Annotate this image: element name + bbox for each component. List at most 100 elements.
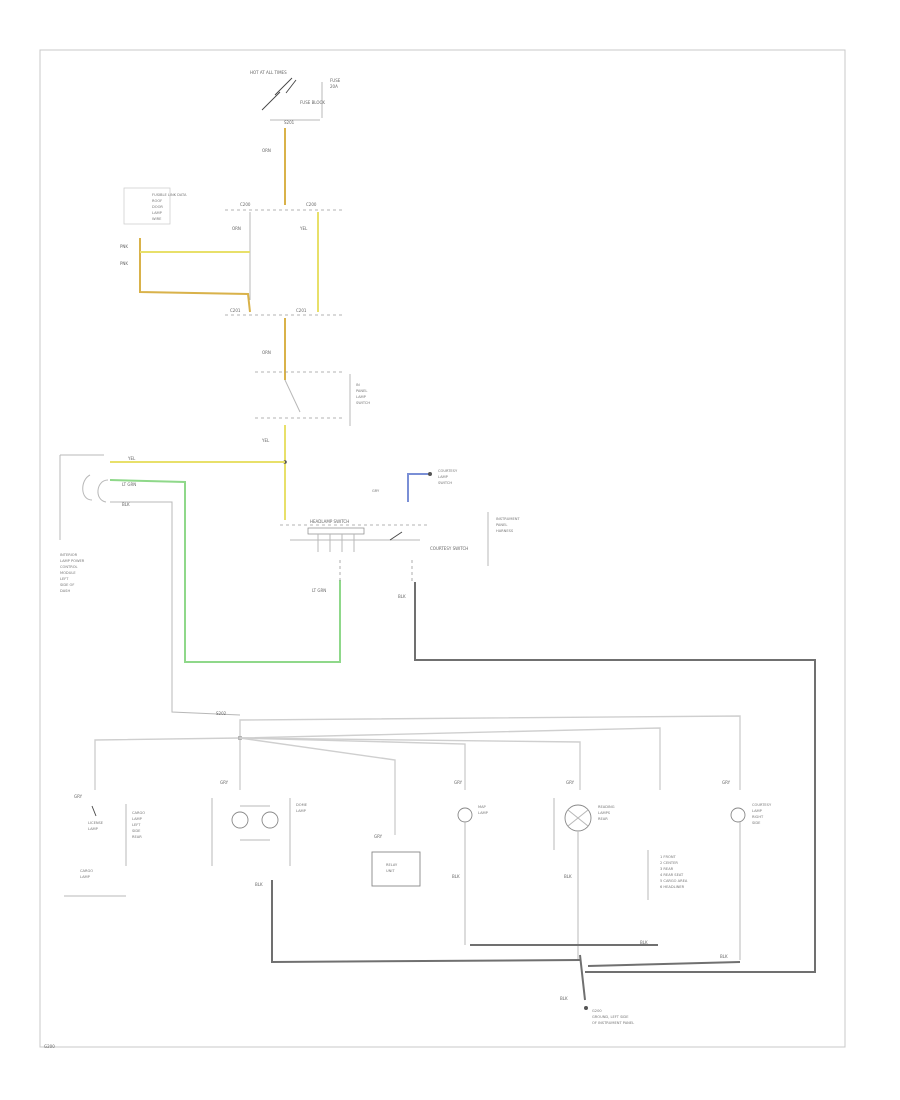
left-module-line-4: MODULE: [60, 571, 76, 575]
black-2-label: BLK: [398, 594, 406, 599]
connector-c200-right: C200: [306, 202, 317, 207]
lt-green-label: LT GRN: [122, 482, 136, 487]
wire-orange-2-label: ORN: [232, 226, 241, 231]
ground-black-label-6: BLK: [560, 996, 568, 1001]
ground-black-label-3: BLK: [564, 874, 572, 879]
wire-yellow-label: YEL: [299, 226, 308, 231]
lamp-4-text-2: UNIT: [386, 869, 395, 873]
pink-wire-label-2: PNK: [120, 261, 128, 266]
legend-line-1: 1 FRONT: [660, 855, 677, 859]
legend-line-5: 5 CARGO AREA: [660, 879, 688, 883]
footer-label: G200: [44, 1044, 55, 1049]
headlamp-switch-label: HEADLAMP SWITCH: [310, 519, 349, 524]
lamp-4-top: GRY: [374, 834, 383, 839]
ground-black-label-4: BLK: [640, 940, 648, 945]
splice-b-label: S202: [216, 711, 227, 716]
lamp-7-text-2: LAMP: [752, 809, 763, 813]
lamp-5-text-2: LAMP: [478, 811, 489, 815]
left-module-line-3: CONTROL: [60, 565, 78, 569]
ground-black-label-5: BLK: [720, 954, 728, 959]
wire-yellow-3-label: YEL: [127, 456, 136, 461]
wire-orange-3-label: ORN: [262, 350, 271, 355]
lamp-1-top: GRY: [74, 794, 83, 799]
courtesy-switch-label: COURTESY SWITCH: [430, 546, 468, 551]
pink-wire-label-1: PNK: [120, 244, 128, 249]
right-module-line-3: HARNESS: [496, 529, 514, 533]
lamp-3-text-2: LAMP: [296, 809, 307, 813]
left-module-line-2: LAMP POWER: [60, 559, 85, 563]
lamp-6-text-2: LAMPS: [598, 811, 611, 815]
legend-line-2: 2 CENTER: [660, 861, 678, 865]
junction-left-label: FUSIBLE LINK DATA: [152, 193, 187, 197]
lamp-6-text-3: REAR: [598, 817, 608, 821]
panel-switch-line-2: PANEL: [356, 389, 367, 393]
lamp-4-text-1: RELAY: [386, 863, 398, 867]
left-bottom-line-1: CARGO: [80, 869, 93, 873]
left-module-line-7: DASH: [60, 589, 70, 593]
dome-lamp-bulb-2: [261, 811, 279, 829]
relay-unit-box: [371, 851, 421, 887]
connector-c200-label: C200: [240, 202, 251, 207]
junction-left-line-3: LAMP: [152, 211, 163, 215]
control-module-area: YEL YEL LT GRN BLK INTERIOR LAMP POWER C…: [59, 425, 816, 973]
wire-yellow-2-label: YEL: [261, 438, 270, 443]
lamp-7-text-4: SIDE: [752, 821, 761, 825]
lamp-5-text-1: MAP: [478, 805, 487, 809]
splice-a-label: S201: [284, 120, 295, 125]
right-module-line-2: PANEL: [496, 523, 507, 527]
ground-black-label-2: BLK: [452, 874, 460, 879]
lamp-7-top: GRY: [722, 780, 731, 785]
lt-green-2-label: LT GRN: [312, 588, 326, 593]
lamp-7-text-1: COURTESY: [752, 803, 772, 807]
fuse-amp-label: 20A: [330, 84, 338, 89]
lamp-6-text-1: READING: [598, 805, 615, 809]
lamp-1-text-1: LICENSE: [88, 821, 104, 825]
lamp-area: S202 GRY LICENSE LAMP CARGO LAMP CARGO L…: [64, 711, 772, 1025]
lamp-2-text-5: REAR: [132, 835, 142, 839]
right-module-line-1: INSTRUMENT: [496, 517, 520, 521]
panel-switch-line-1: IN: [356, 383, 360, 387]
connector-c201-label: C201: [230, 308, 241, 313]
junction-left-line-4: WIRE: [152, 217, 162, 221]
ground-line-2: GROUND, LEFT SIDE: [592, 1015, 629, 1019]
fuse-block-sub-label: FUSE BLOCK: [300, 100, 325, 105]
right-courtesy-lamp-bulb: [730, 807, 746, 823]
left-module-line-1: INTERIOR: [60, 553, 78, 557]
lamp-2-text-1: CARGO: [132, 811, 145, 815]
courtesy-top-line-3: SWITCH: [438, 481, 452, 485]
connector-c201-right: C201: [296, 308, 307, 313]
left-module-line-5: LEFT: [60, 577, 69, 581]
lamp-6-top: GRY: [566, 780, 575, 785]
gray-small-label: GRY: [372, 489, 380, 493]
map-lamp-bulb: [457, 807, 473, 823]
lamp-2-text-4: SIDE: [132, 829, 141, 833]
panel-switch-line-3: LAMP: [356, 395, 367, 399]
lamp-5-top: GRY: [454, 780, 463, 785]
reading-lamp-bulb: [564, 804, 592, 832]
lamp-3-top: GRY: [220, 780, 229, 785]
junction-left-line-1: ROOF: [152, 199, 162, 203]
diagram-frame: [39, 49, 846, 1048]
lamp-2-text-3: LEFT: [132, 823, 141, 827]
lamp-2-text-2: LAMP: [132, 817, 143, 821]
black-label: BLK: [122, 502, 130, 507]
panel-switch-line-4: SWITCH: [356, 401, 370, 405]
lamp-7-text-3: RIGHT: [752, 815, 764, 819]
dome-lamp-bulb-1: [231, 811, 249, 829]
fuse-block-label: HOT AT ALL TIMES: [250, 70, 287, 75]
lamp-1-text-2: LAMP: [88, 827, 99, 831]
courtesy-top-line-1: COURTESY: [438, 469, 458, 473]
left-module-line-6: SIDE OF: [60, 583, 74, 587]
courtesy-top-line-2: LAMP: [438, 475, 449, 479]
junction-left-line-2: DOOR: [152, 205, 163, 209]
lamp-3-text-1: DOME: [296, 803, 308, 807]
left-bottom-line-2: LAMP: [80, 875, 91, 879]
ground-black-label-1: BLK: [255, 882, 263, 887]
fuse-label: FUSE: [330, 78, 341, 83]
ground-line-1: G200: [592, 1009, 602, 1013]
legend-line-3: 3 REAR: [660, 867, 674, 871]
wire-orange-label: ORN: [262, 148, 271, 153]
legend-line-6: 6 HEADLINER: [660, 885, 685, 889]
fuse-block-area: HOT AT ALL TIMES FUSE 20A FUSE BLOCK S20…: [120, 70, 370, 426]
